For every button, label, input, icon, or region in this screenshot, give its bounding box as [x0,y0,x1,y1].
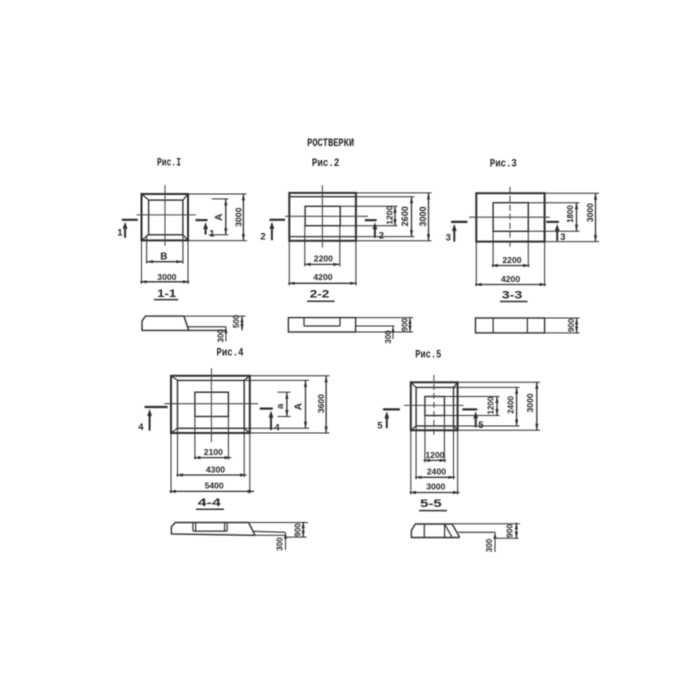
svg-text:900: 900 [567,318,576,332]
svg-text:300: 300 [384,330,393,344]
svg-text:1200: 1200 [425,450,444,460]
svg-text:300: 300 [217,329,226,343]
svg-text:3: 3 [446,232,451,243]
svg-text:2: 2 [260,231,265,242]
svg-text:5400: 5400 [205,481,224,491]
svg-text:Рис.5: Рис.5 [415,350,441,362]
svg-text:4: 4 [138,422,144,433]
svg-text:1: 1 [209,228,215,239]
svg-text:900: 900 [505,524,514,538]
svg-text:4-4: 4-4 [198,497,221,509]
svg-text:2200: 2200 [502,255,521,265]
svg-text:3: 3 [560,232,565,243]
svg-text:3000: 3000 [585,203,595,222]
svg-text:3-3: 3-3 [502,289,523,301]
svg-text:1-1: 1-1 [157,288,176,300]
svg-text:РОСТВЕРКИ: РОСТВЕРКИ [307,138,354,150]
svg-text:А: А [293,403,304,410]
svg-text:1200: 1200 [385,205,395,224]
svg-text:5-5: 5-5 [420,498,442,510]
svg-text:3000: 3000 [418,206,428,226]
svg-text:3000: 3000 [426,482,445,492]
svg-text:500: 500 [232,314,241,328]
svg-text:900: 900 [294,523,303,537]
svg-text:А: А [214,214,225,221]
svg-text:а: а [275,403,286,409]
svg-text:2600: 2600 [400,206,410,226]
svg-text:Рис.2: Рис.2 [312,158,340,170]
svg-text:2400: 2400 [427,467,446,477]
svg-text:2100: 2100 [204,447,223,457]
svg-text:4200: 4200 [313,272,332,282]
svg-text:900: 900 [401,318,410,332]
svg-text:1800: 1800 [566,205,575,223]
svg-text:4300: 4300 [206,464,225,474]
svg-text:2-2: 2-2 [310,289,330,301]
svg-text:1200: 1200 [487,396,496,414]
svg-text:300: 300 [485,538,494,552]
svg-text:4200: 4200 [501,274,520,284]
svg-text:Рис.4: Рис.4 [217,348,244,360]
svg-text:3000: 3000 [157,272,176,282]
svg-text:Рис.3: Рис.3 [490,158,517,170]
svg-text:1: 1 [117,227,123,238]
svg-text:3000: 3000 [525,393,535,412]
svg-text:3000: 3000 [234,207,244,226]
svg-text:В: В [160,251,167,262]
svg-text:Рис.I: Рис.I [157,158,181,170]
svg-text:300: 300 [276,537,285,551]
svg-text:2200: 2200 [314,254,333,264]
svg-text:3600: 3600 [316,394,326,413]
svg-text:2400: 2400 [506,395,515,413]
svg-text:5: 5 [377,421,383,432]
svg-text:2: 2 [379,231,384,242]
